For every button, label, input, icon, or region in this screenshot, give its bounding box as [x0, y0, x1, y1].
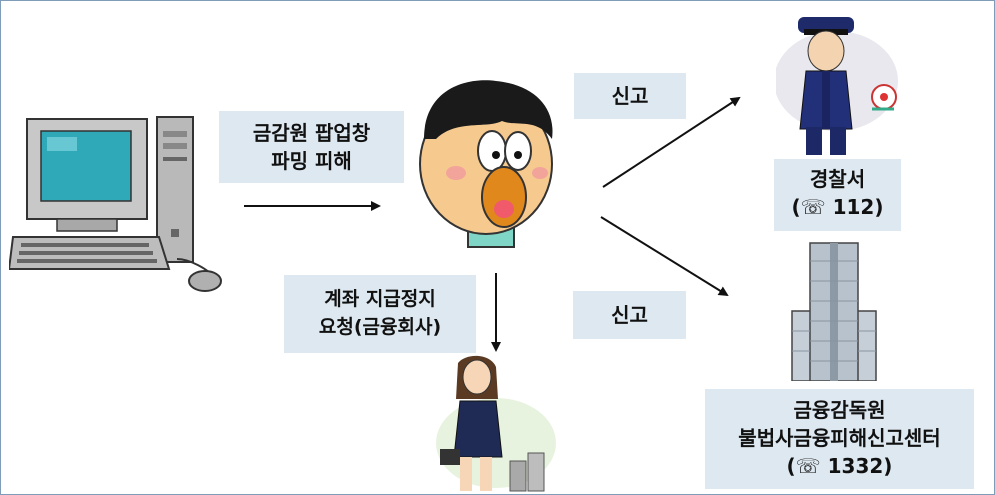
police-officer-icon	[776, 17, 898, 155]
police-station-line1: 경찰서	[809, 167, 866, 191]
fss-center-line3: (☏ 1332)	[786, 454, 893, 478]
account-freeze-line1: 계좌 지급정지	[324, 288, 436, 310]
police-station-label: 경찰서 (☏ 112)	[774, 159, 901, 231]
arrow-person-to-police	[602, 96, 741, 188]
report-top-label: 신고	[574, 73, 686, 119]
account-freeze-line2: 요청(금융회사)	[318, 316, 442, 338]
report-bottom-label: 신고	[573, 291, 686, 339]
popup-damage-line2: 파밍 피해	[271, 149, 352, 173]
police-station-line2: (☏ 112)	[791, 195, 884, 219]
report-top-text: 신고	[611, 84, 649, 108]
fss-center-line1: 금융감독원	[793, 398, 886, 422]
shocked-person-icon	[419, 80, 553, 248]
computer-icon	[9, 116, 222, 292]
fss-center-label: 금융감독원 불법사금융피해신고센터 (☏ 1332)	[705, 389, 974, 489]
fss-center-line2: 불법사금융피해신고센터	[738, 426, 941, 450]
office-building-icon	[791, 242, 877, 381]
arrow-person-to-fss	[600, 216, 729, 297]
popup-damage-line1: 금감원 팝업창	[252, 121, 371, 145]
report-bottom-text: 신고	[611, 303, 648, 327]
account-freeze-label: 계좌 지급정지 요청(금융회사)	[284, 275, 476, 353]
bank-clerk-icon	[436, 355, 556, 492]
popup-damage-label: 금감원 팝업창 파밍 피해	[219, 111, 404, 183]
